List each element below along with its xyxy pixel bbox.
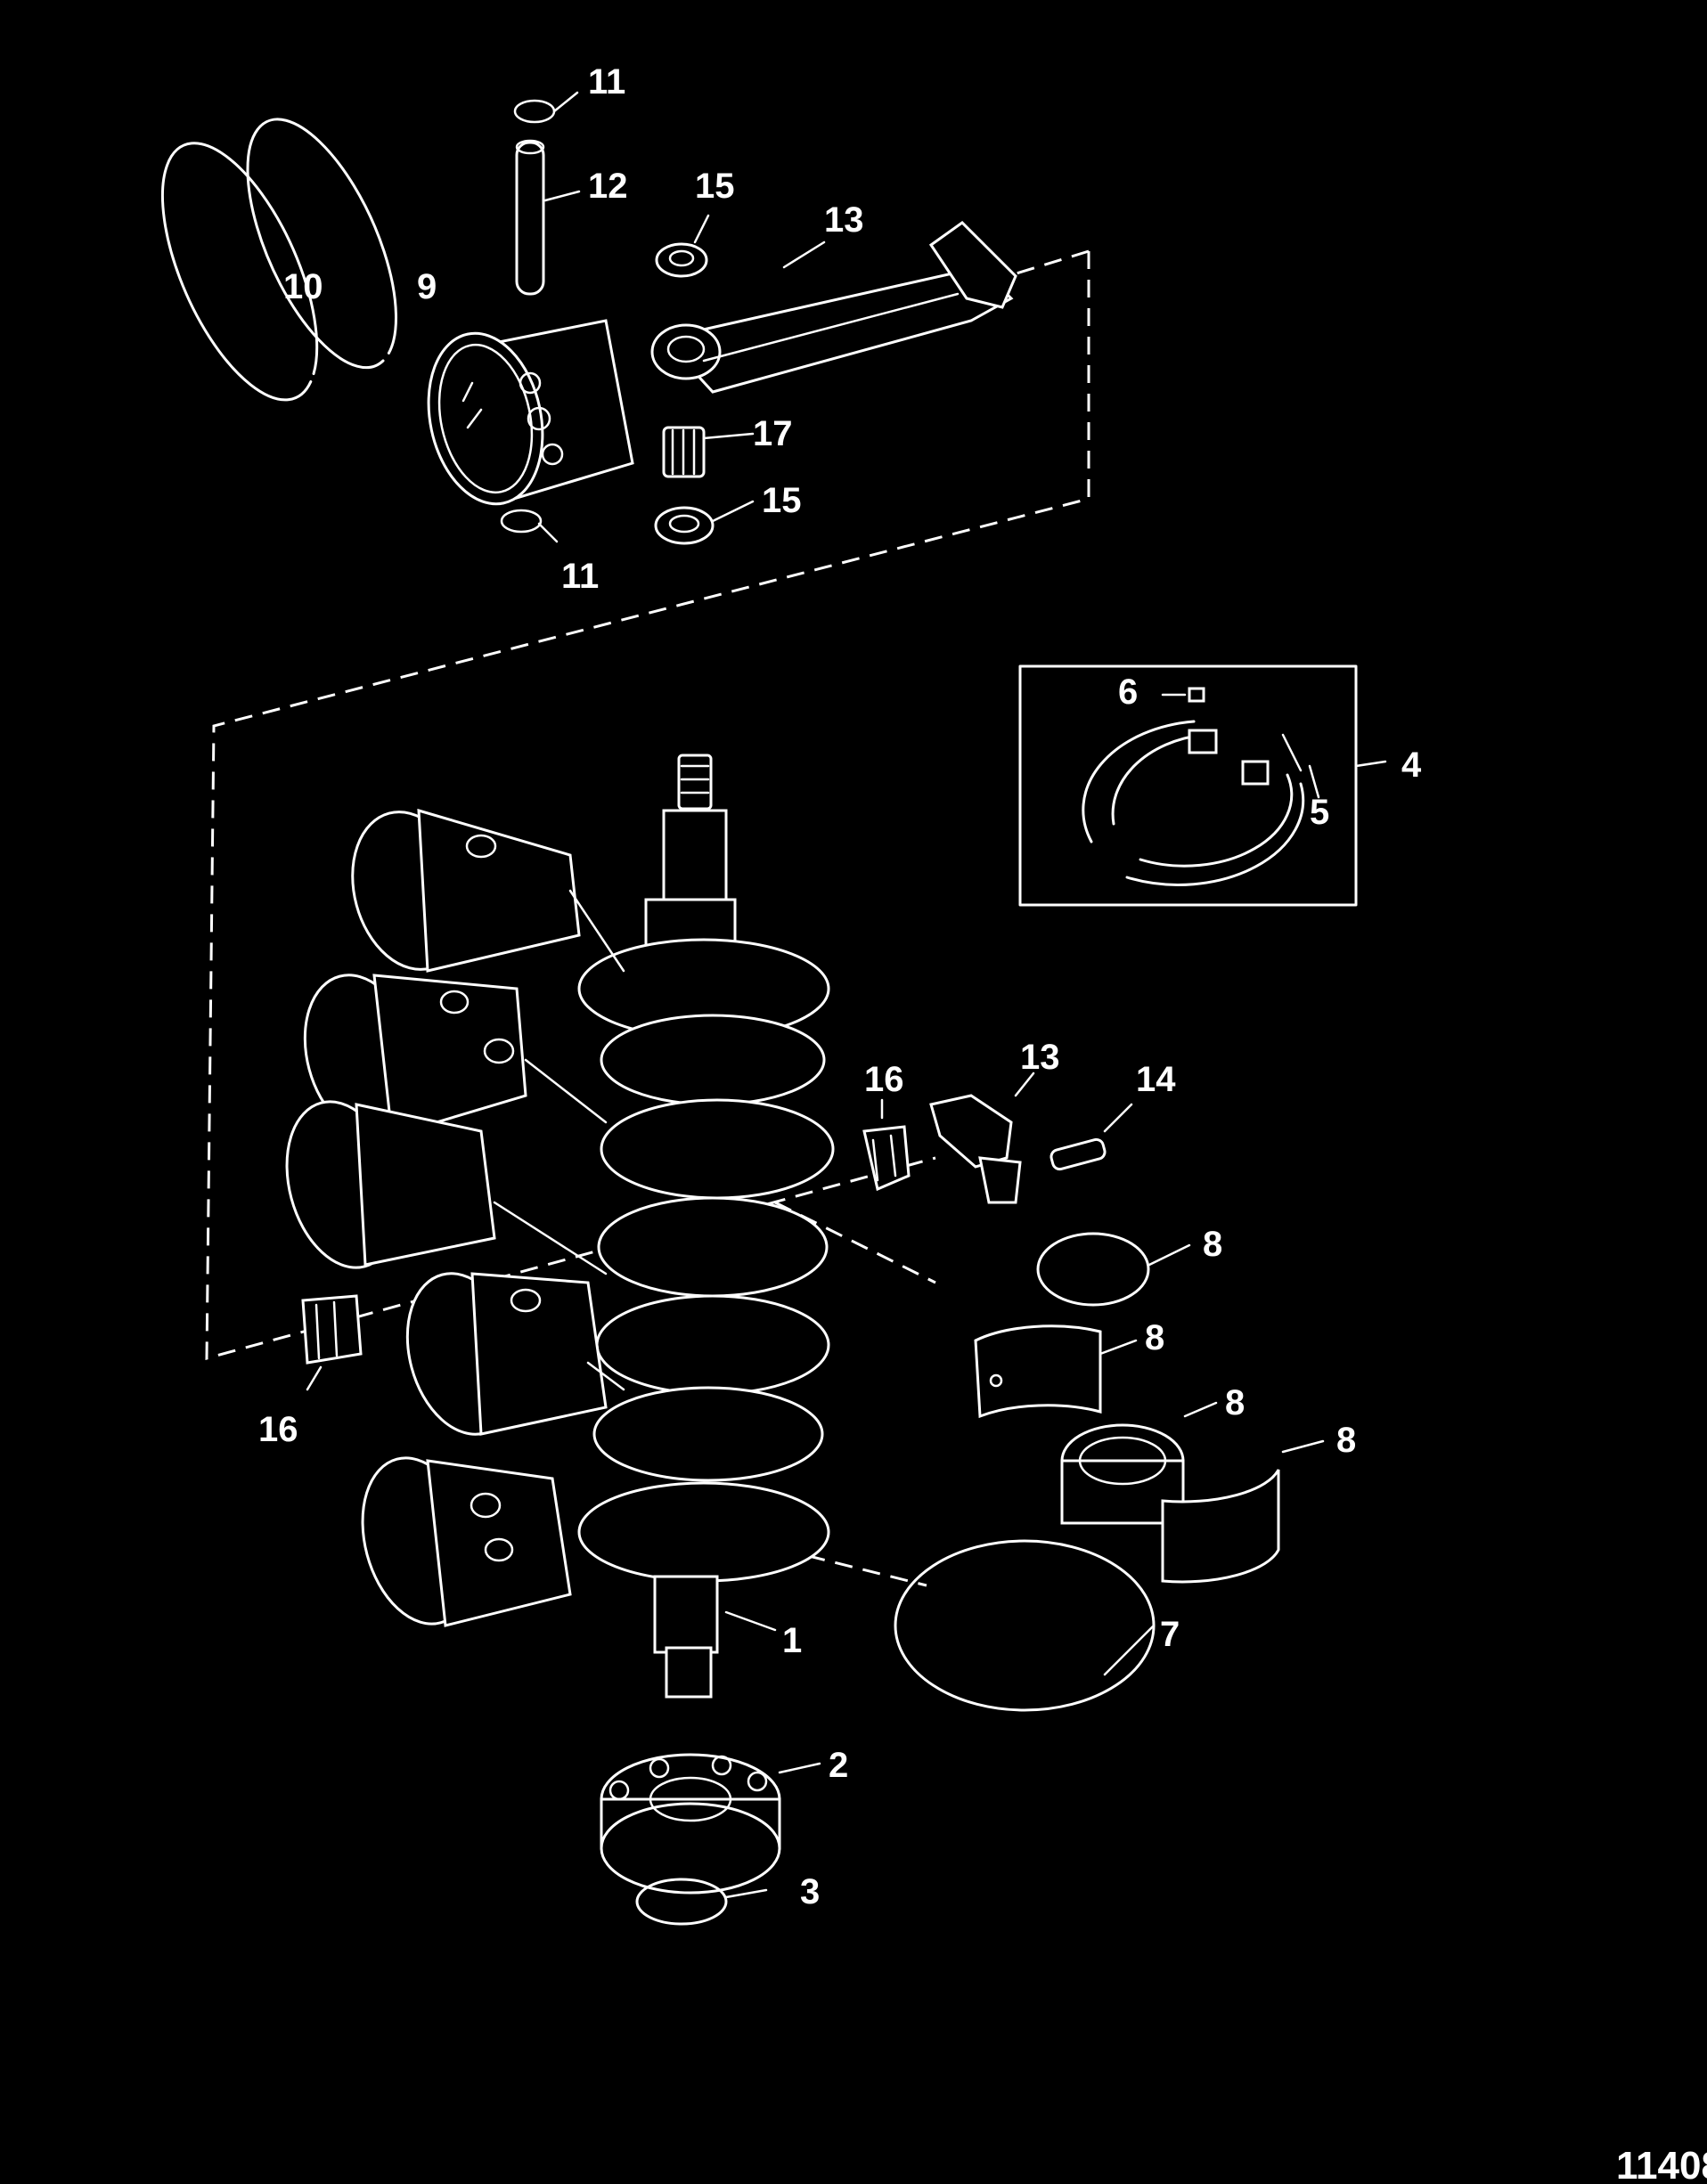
piston — [427, 319, 634, 506]
bearing-cage-inset — [1018, 664, 1387, 907]
thrust-washer-upper — [655, 214, 710, 278]
callout-9: 9 — [417, 267, 437, 306]
figure-number: 11408 — [1616, 2144, 1707, 2184]
bearing-race-half-lower — [1161, 1439, 1325, 1584]
retaining-ring-small — [1036, 1232, 1191, 1307]
callout-13-upper: 13 — [824, 200, 864, 240]
snap-ring — [635, 1878, 768, 1926]
callout-11-lower: 11 — [561, 557, 599, 596]
needle-bearing-main — [1060, 1401, 1218, 1525]
callout-10: 10 — [283, 267, 323, 306]
needle-bearing-cage-right — [862, 1098, 911, 1192]
retaining-clip-lower — [500, 509, 559, 543]
callout-8-race-upper: 8 — [1145, 1318, 1164, 1357]
callout-8-ring: 8 — [1203, 1225, 1222, 1264]
callout-1: 1 — [782, 1621, 802, 1660]
callout-16-left: 16 — [258, 1410, 298, 1449]
callout-15-upper: 15 — [695, 167, 735, 206]
callout-7: 7 — [1160, 1615, 1180, 1654]
callout-11-upper: 11 — [588, 62, 625, 102]
retaining-clip-upper — [513, 91, 579, 124]
callout-6: 6 — [1118, 672, 1138, 712]
ball-bearing — [600, 1753, 821, 1895]
callout-2: 2 — [829, 1746, 848, 1785]
callout-12: 12 — [588, 167, 628, 206]
callout-13-lower: 13 — [1020, 1038, 1060, 1077]
callout-3: 3 — [800, 1872, 820, 1911]
callout-4: 4 — [1401, 746, 1422, 785]
piston-pin — [515, 139, 581, 296]
callout-8-needle-bearing: 8 — [1225, 1383, 1245, 1422]
rod-cap — [929, 1072, 1035, 1204]
crankshaft-pistons — [285, 808, 625, 1627]
callout-15-lower: 15 — [762, 481, 802, 520]
connecting-rod — [650, 221, 1017, 394]
callout-17: 17 — [753, 414, 793, 453]
callout-5: 5 — [1310, 793, 1329, 832]
needle-bearing-small-end — [662, 426, 755, 478]
callout-14: 14 — [1136, 1060, 1176, 1099]
callout-16-right: 16 — [864, 1060, 904, 1099]
piston-ring-pair — [160, 118, 397, 402]
rod-cap-screw — [1050, 1103, 1133, 1171]
crankshaft — [577, 754, 835, 1699]
thrust-washer-lower — [654, 500, 755, 545]
bearing-race-half-upper — [974, 1324, 1138, 1419]
needle-bearing-cage-left — [301, 1294, 363, 1391]
callout-8-race-lower: 8 — [1336, 1421, 1356, 1460]
main-bearing-retaining-ring — [894, 1539, 1156, 1712]
